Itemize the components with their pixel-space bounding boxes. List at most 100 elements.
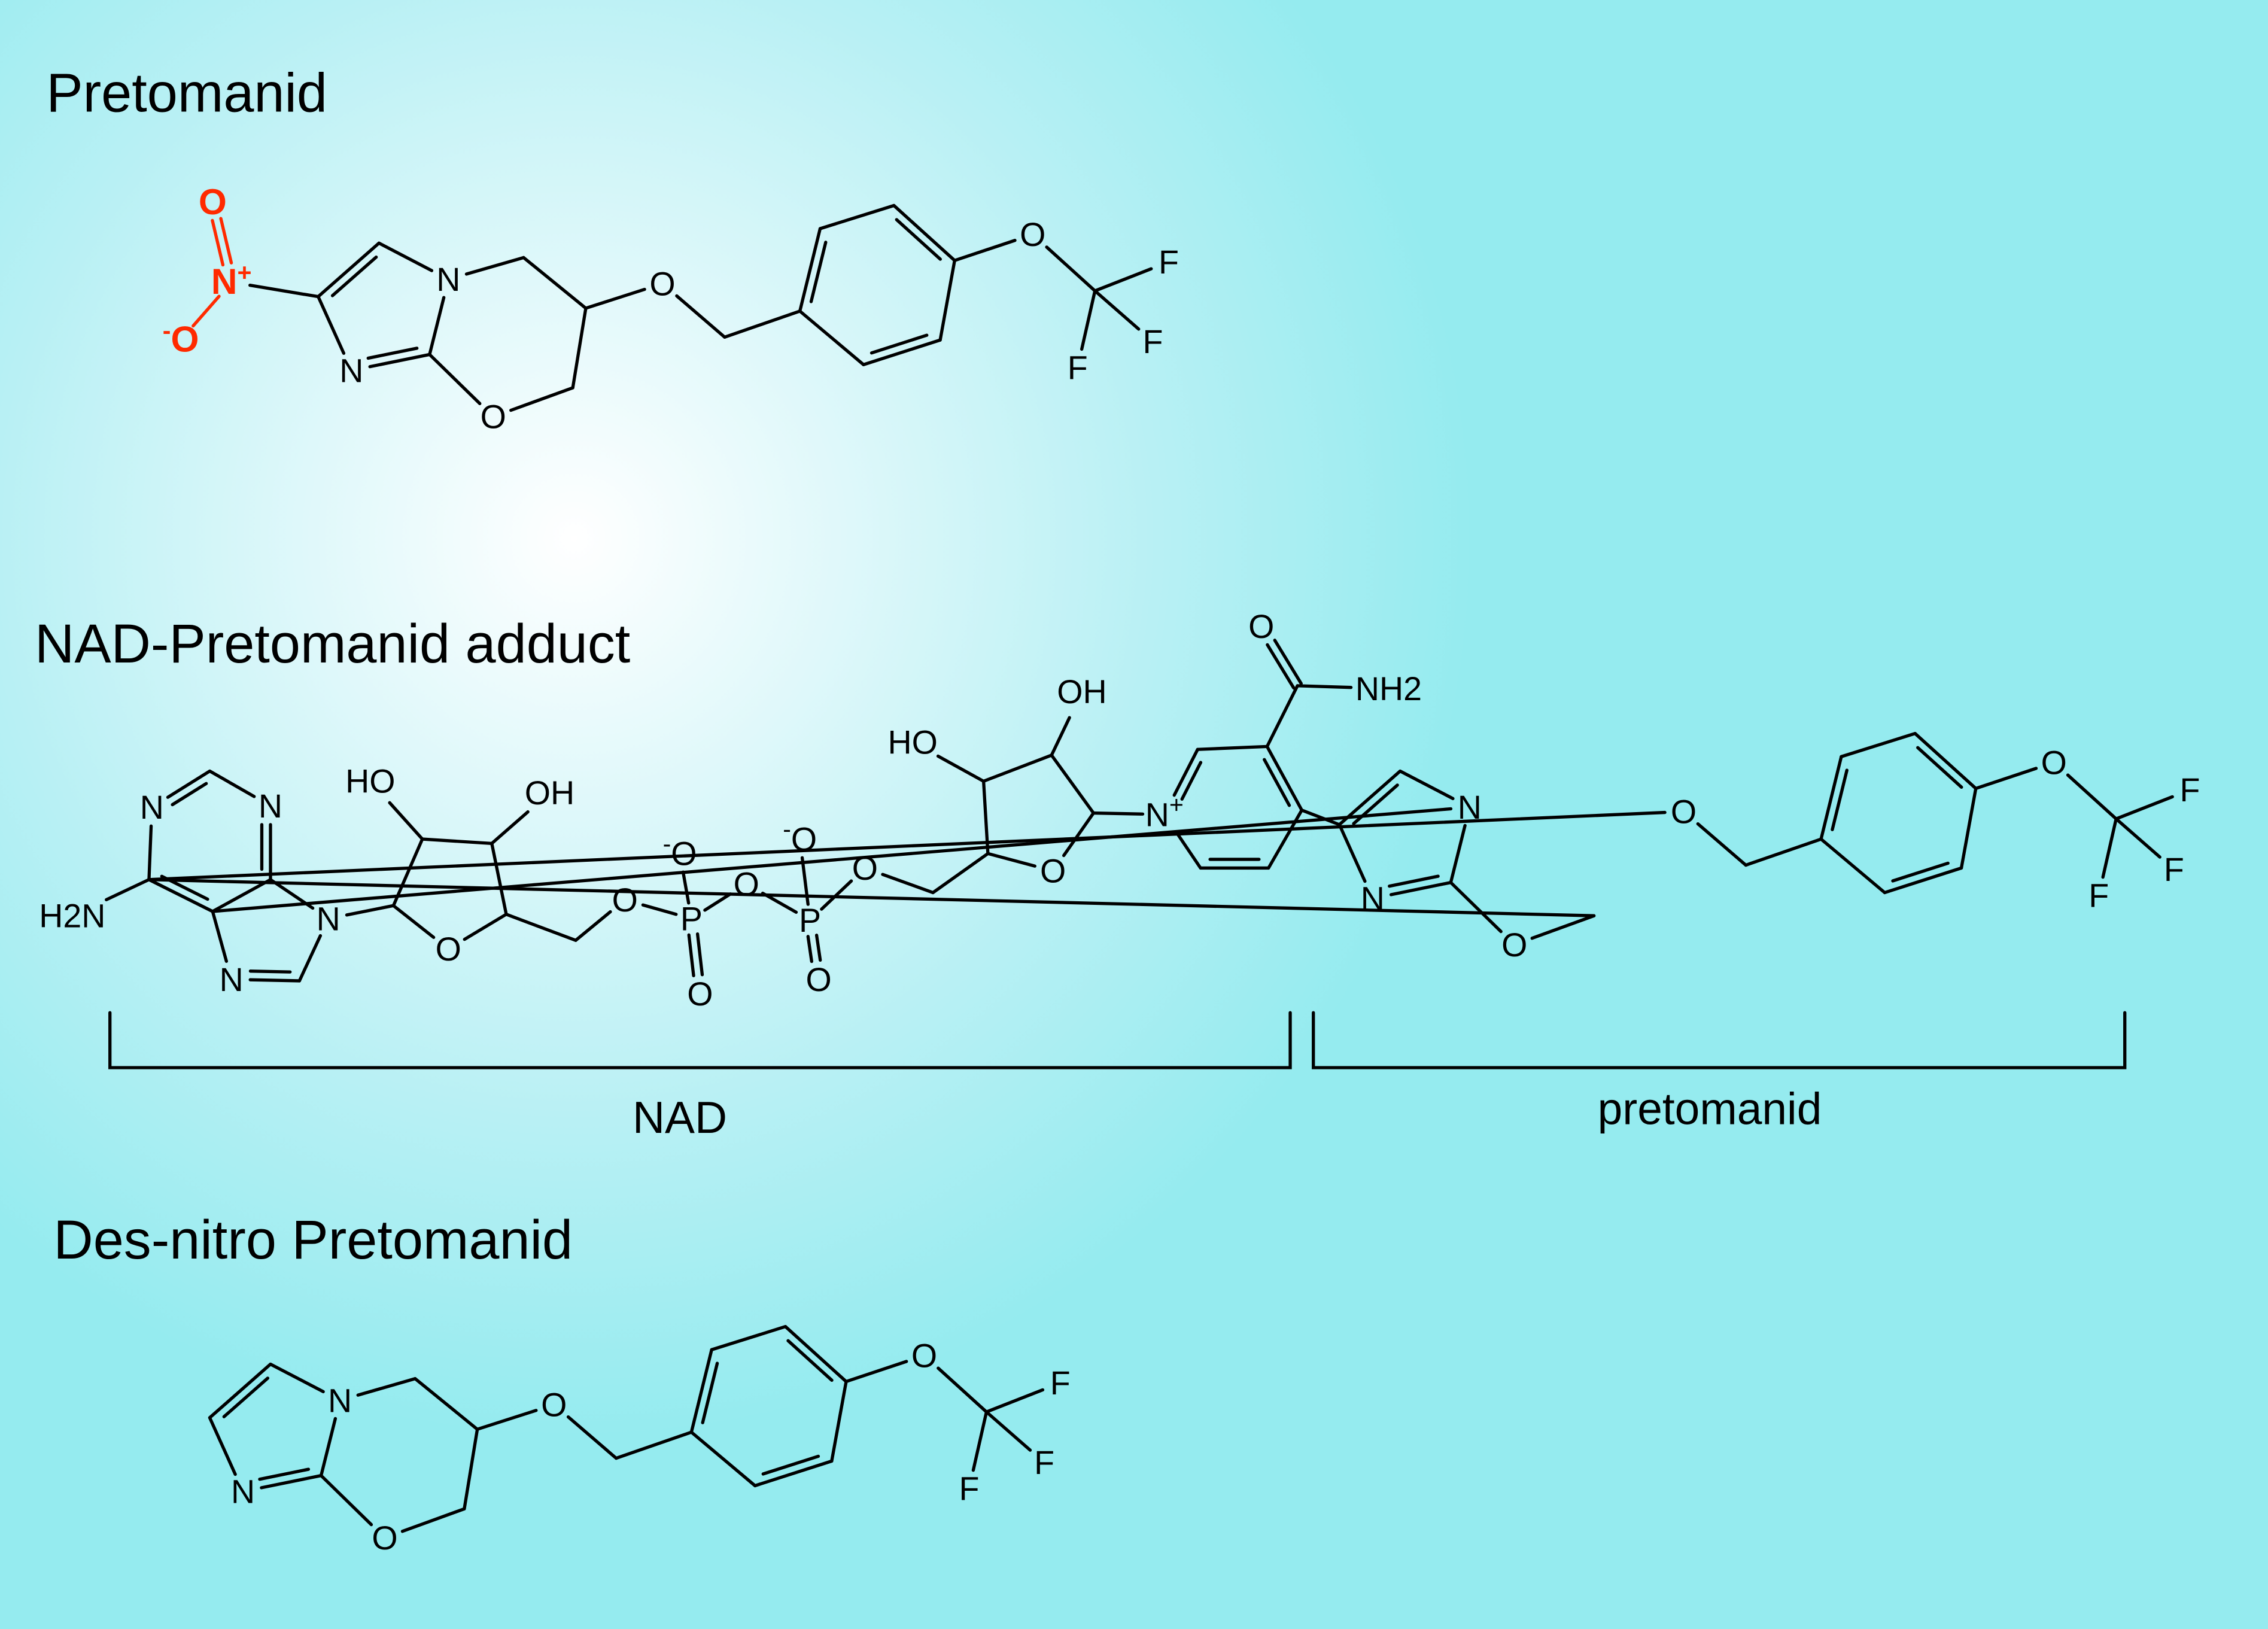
bond-line — [377, 241, 434, 272]
bond-line — [105, 878, 151, 902]
bond-line — [981, 753, 1053, 783]
bond-line — [1172, 747, 1200, 797]
bond-line — [1530, 914, 1596, 940]
atom-label-n7: N — [220, 961, 244, 998]
bond-line — [269, 878, 315, 910]
bond-line — [1819, 755, 1843, 841]
bond-line — [428, 296, 446, 357]
bond-line — [701, 1361, 719, 1424]
bond-line — [1916, 746, 1963, 789]
bond-line — [391, 837, 424, 907]
bond-line — [490, 841, 508, 916]
atom-label-o-ring: O — [1501, 926, 1527, 964]
atom-label-npy: N+ — [1145, 791, 1184, 834]
atom-label-r1-oh: OH — [525, 774, 574, 812]
atom-label-p1-o: O — [687, 975, 713, 1013]
bond-line — [248, 284, 320, 299]
bond-line — [1092, 811, 1145, 816]
atom-label-o-aryl: O — [2041, 744, 2067, 781]
bond-line — [1974, 767, 2038, 791]
bond-line — [2114, 817, 2161, 859]
bond-line — [1050, 716, 1071, 757]
bond-line — [1913, 731, 1978, 791]
bond-line — [248, 970, 292, 974]
bond-line — [504, 913, 577, 942]
bond-line — [366, 347, 419, 360]
bond-line — [892, 203, 956, 262]
atom-label-f1: F — [1159, 244, 1179, 281]
bond-line — [1399, 769, 1455, 801]
bond-line — [319, 1417, 338, 1478]
bond-line — [689, 1348, 713, 1434]
bond-line — [681, 870, 691, 905]
bond-line — [641, 903, 678, 916]
bond-line — [421, 837, 494, 846]
atom-label-o-aryl: O — [1020, 216, 1045, 253]
atom-label-p2-o: O — [805, 961, 831, 998]
atom-label-r1-ho: HO — [345, 763, 395, 800]
atom-label-p1: P — [680, 900, 703, 937]
atom-label-n-imid: N — [1361, 880, 1385, 917]
bond-line — [1050, 753, 1095, 815]
bond-line — [862, 338, 942, 366]
bond-line — [1819, 837, 1887, 895]
bond-line — [723, 309, 802, 339]
bracket-pretomanid — [1312, 1011, 2127, 1069]
bond-line — [464, 256, 525, 276]
bond-line — [786, 1339, 834, 1382]
bond-line — [984, 1388, 1045, 1414]
bond-line — [1273, 639, 1303, 685]
bond-line — [830, 1379, 848, 1463]
bond-line — [1180, 761, 1203, 801]
bond-line — [1093, 289, 1141, 331]
bond-line — [2066, 773, 2118, 820]
bond-line — [881, 873, 935, 895]
bond-line — [191, 294, 221, 328]
bond-line — [986, 852, 1036, 868]
bond-line — [1696, 822, 1748, 867]
atom-label-o-aryl: O — [911, 1337, 937, 1374]
atom-label-amide-o: O — [1248, 608, 1274, 645]
title-des-nitro-pretomanid: Des-nitro Pretomanid — [53, 1209, 573, 1271]
bond-line — [490, 810, 530, 846]
bond-line — [818, 203, 896, 230]
atom-label-n-ring: N — [1458, 789, 1482, 826]
bond-line — [798, 309, 865, 366]
bond-line — [317, 295, 346, 355]
bond-line — [809, 241, 828, 303]
atom-label-o5b: O — [852, 850, 878, 887]
bond-line — [1265, 744, 1304, 812]
bond-line — [414, 1377, 479, 1431]
atom-label-n-ring: N — [436, 261, 460, 298]
bond-line — [260, 1473, 323, 1490]
bond-line — [869, 333, 929, 355]
bond-line — [1265, 684, 1299, 749]
atom-label-o-ether: O — [1671, 794, 1697, 831]
bond-line — [330, 255, 378, 297]
bond-line — [953, 239, 1017, 262]
bond-line — [571, 306, 588, 390]
bracket-label-nad: NAD — [633, 1092, 727, 1142]
bond-line — [1840, 731, 1917, 758]
bond-line — [695, 932, 704, 977]
bond-line — [147, 824, 153, 882]
bond-line — [400, 1507, 466, 1533]
bond-line — [1959, 786, 1978, 870]
atom-label-o-ring: O — [372, 1519, 397, 1557]
atom-label-o-ether: O — [541, 1387, 567, 1424]
bond-line — [800, 856, 810, 906]
bond-line — [675, 294, 726, 339]
bond-line — [1300, 809, 1341, 826]
bond-line — [269, 1362, 325, 1394]
atom-label-n-imid: N — [231, 1473, 255, 1511]
atom-label-nitro-o: O — [199, 181, 227, 222]
atom-label-n-imid: N — [339, 352, 363, 389]
bond-line — [428, 352, 482, 405]
bond-line — [844, 1360, 908, 1384]
atom-label-f2: F — [1142, 323, 1163, 360]
bond-line — [783, 1324, 848, 1384]
bond-line — [345, 904, 396, 917]
